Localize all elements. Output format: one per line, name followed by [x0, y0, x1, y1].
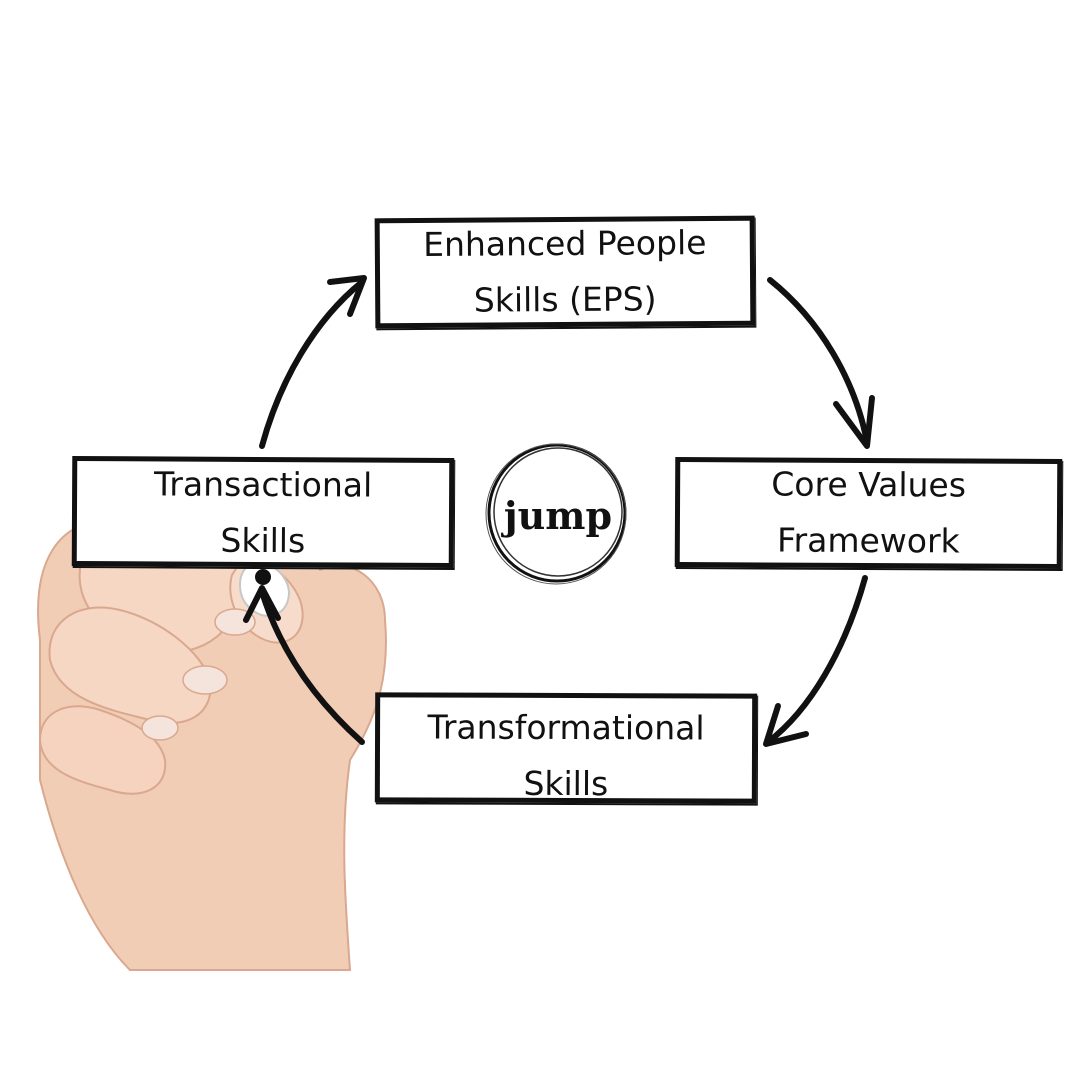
hand-illustration [37, 511, 387, 971]
jump-logo [485, 443, 627, 585]
arrow-core-to-trans [765, 575, 868, 745]
arrowhead-transactional-to-eps [327, 275, 367, 317]
arrow-eps-to-core [767, 277, 870, 445]
arrowhead-trans-to-transactional [243, 585, 281, 623]
node-label: Core Values Framework [771, 464, 967, 561]
logo-text: jump [503, 492, 613, 538]
node-enhanced-people-skills: Enhanced People Skills (EPS) [374, 215, 756, 329]
node-label: Enhanced People Skills (EPS) [422, 223, 707, 320]
node-label: Transactional Skills [153, 464, 373, 561]
arrowhead-eps-to-core [833, 395, 875, 449]
node-label: Transformational Skills [427, 707, 705, 804]
arrow-transactional-to-eps [259, 279, 365, 449]
arrow-trans-to-transactional [259, 589, 365, 745]
node-transformational-skills: Transformational Skills [374, 692, 758, 804]
node-transactional-skills: Transactional Skills [71, 456, 455, 568]
arrowhead-core-to-trans [763, 703, 809, 747]
node-core-values-framework: Core Values Framework [674, 456, 1063, 570]
